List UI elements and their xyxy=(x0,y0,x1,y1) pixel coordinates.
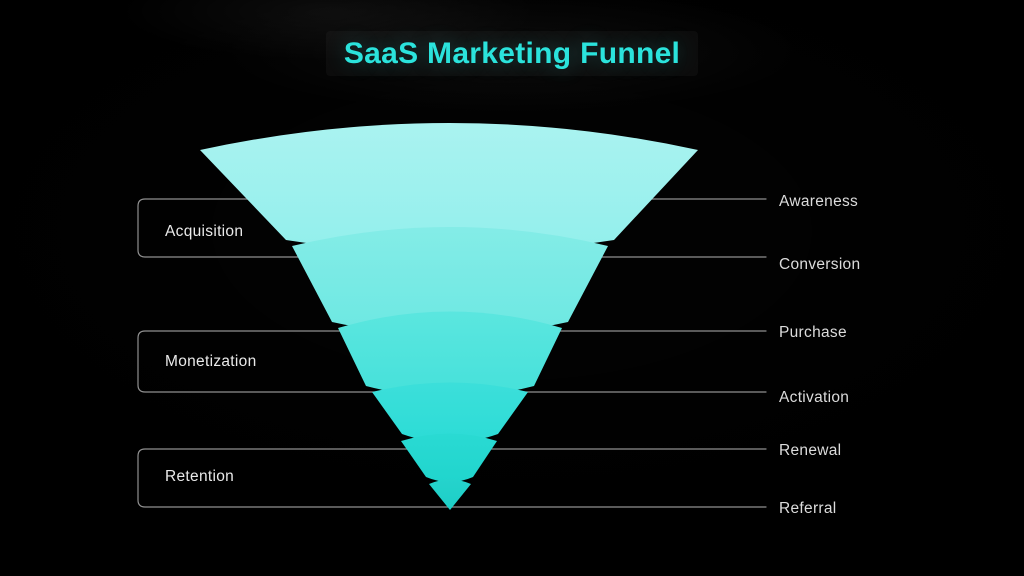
funnel-segment-activation xyxy=(372,382,528,443)
phase-bracket-retention xyxy=(137,448,767,508)
stage-label-renewal: Renewal xyxy=(779,442,842,459)
stage-label-conversion: Conversion xyxy=(779,256,861,273)
funnel-segment-referral xyxy=(429,479,471,510)
funnel-segment-awareness xyxy=(200,123,698,253)
stage-label-activation: Activation xyxy=(779,389,850,406)
phase-bracket-monetization xyxy=(137,330,767,393)
phase-bracket-acquisition xyxy=(137,198,767,258)
funnel-segments xyxy=(200,123,698,510)
phase-brackets xyxy=(137,198,767,508)
funnel-segment-purchase xyxy=(338,311,562,397)
stage-label-referral: Referral xyxy=(779,500,837,517)
stage-label-purchase: Purchase xyxy=(779,324,847,341)
phase-label-acquisition: Acquisition xyxy=(165,223,244,240)
funnel-segment-conversion xyxy=(292,227,608,335)
funnel-segment-renewal xyxy=(401,433,497,482)
phase-label-retention: Retention xyxy=(165,468,235,485)
stage-label-awareness: Awareness xyxy=(779,193,859,210)
page-title: SaaS Marketing Funnel xyxy=(343,37,681,70)
phase-label-monetization: Monetization xyxy=(165,353,257,370)
